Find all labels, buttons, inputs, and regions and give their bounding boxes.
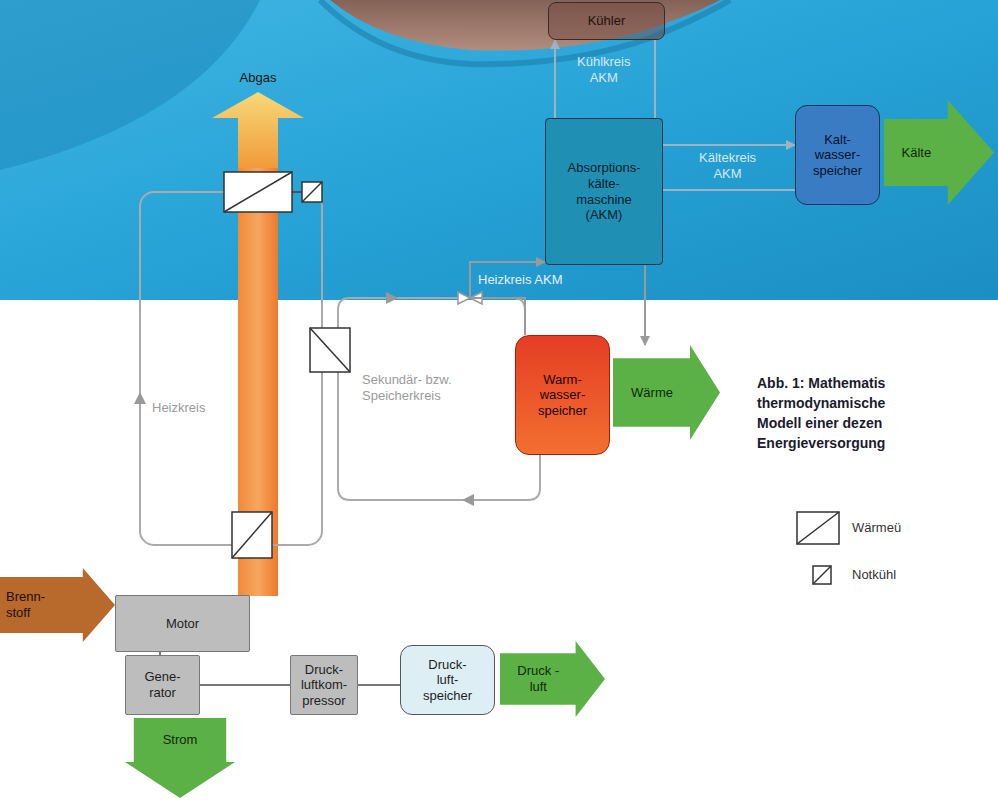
photo-shirt	[0, 0, 998, 300]
cold-water-storage: Kalt- wasser- speicher	[795, 105, 880, 205]
generator-box: Gene- rator	[125, 655, 200, 715]
loop-arrow	[462, 494, 474, 506]
absorption-chiller-box: Absorptions- kälte- maschine (AKM)	[545, 118, 663, 265]
exhaust-arrow-text: Abgas	[240, 70, 277, 86]
cold-output-arrow: Kälte	[884, 100, 994, 205]
cold-water-storage-text: Kalt- wasser- speicher	[813, 132, 862, 179]
cooler-box: Kühler	[548, 2, 665, 40]
chilled-return-line	[663, 189, 795, 191]
photo-neck	[330, 0, 720, 51]
storage-loop	[338, 298, 540, 500]
figure-caption: Abb. 1: Mathematis thermodynamische Mode…	[757, 373, 917, 453]
heat-output-arrow: Wärme	[613, 345, 720, 440]
photo-collar	[320, 0, 730, 64]
cold-output-arrow-shape	[884, 100, 994, 205]
cold-output-arrow-outline	[884, 100, 994, 205]
exhaust-arrow: Abgas	[212, 68, 304, 168]
flow-connector	[663, 144, 795, 146]
flow-connector	[200, 684, 290, 686]
loop-arrow	[134, 392, 146, 404]
engine-box-text: Motor	[166, 616, 199, 632]
circuit-label: Heizkreis	[152, 400, 205, 416]
heat-exchanger-symbol	[310, 328, 350, 372]
emergency-cooler-symbol	[302, 182, 322, 202]
flow-connector	[554, 40, 556, 118]
legend-emergency-cooler-sample	[813, 566, 831, 584]
engine-box: Motor	[115, 595, 250, 652]
compressor-box-text: Druck- luftkom- pressor	[301, 662, 347, 709]
compressed-air-arrow-outline	[500, 641, 605, 717]
exhaust-arrow-outline	[212, 92, 304, 168]
compressor-box: Druck- luftkom- pressor	[290, 655, 358, 715]
heating-loop	[140, 192, 322, 545]
circuit-label: Sekundär- bzw. Speicherkreis	[362, 372, 494, 403]
loop-arrow	[386, 292, 398, 304]
absorption-chiller-box-text: Absorptions- kälte- maschine (AKM)	[568, 160, 641, 222]
air-storage-text: Druck- luft- speicher	[423, 657, 472, 704]
cooler-box-text: Kühler	[588, 13, 626, 29]
legend-text: Wärmeü	[852, 520, 901, 536]
legend-heat-exchanger-sample	[797, 512, 839, 544]
heat-exchanger-symbol	[232, 512, 272, 558]
circuit-label: Kältekreis AKM	[699, 150, 756, 181]
power-output-arrow: Strom	[125, 718, 235, 798]
generator-box-text: Gene- rator	[144, 669, 180, 700]
power-output-arrow-text: Strom	[163, 732, 198, 748]
circuit-label: Kühlkreis AKM	[577, 54, 630, 85]
legend-text: Notkühl	[852, 567, 896, 583]
fuel-input-arrow: Brenn- stoff	[0, 568, 115, 642]
heat-output-arrow-outline	[613, 345, 720, 440]
circuit-label: Heizkreis AKM	[478, 272, 563, 288]
fuel-input-arrow-outline	[0, 568, 115, 642]
cooling-return-line	[654, 40, 656, 118]
compressed-air-arrow-text: Druck -luft	[516, 663, 560, 694]
power-output-arrow-outline	[125, 718, 235, 798]
flow-connector	[644, 265, 646, 345]
flow-connector	[358, 684, 400, 686]
heat-output-arrow-text: Wärme	[631, 385, 673, 401]
photo-shadow	[0, 0, 260, 170]
cold-output-arrow-text: Kälte	[902, 145, 932, 161]
fuel-input-arrow-text: Brenn- stoff	[6, 589, 45, 620]
heat-exchanger-symbol	[224, 172, 292, 212]
compressed-air-arrow-shape	[500, 641, 605, 717]
emergency-cooler-link	[292, 191, 302, 193]
power-output-arrow-shape	[125, 718, 235, 798]
air-storage: Druck- luft- speicher	[400, 645, 495, 715]
hot-water-storage: Warm- wasser- speicher	[515, 335, 610, 455]
compressed-air-arrow: Druck -luft	[500, 641, 605, 717]
hot-water-storage-text: Warm- wasser- speicher	[538, 372, 587, 419]
